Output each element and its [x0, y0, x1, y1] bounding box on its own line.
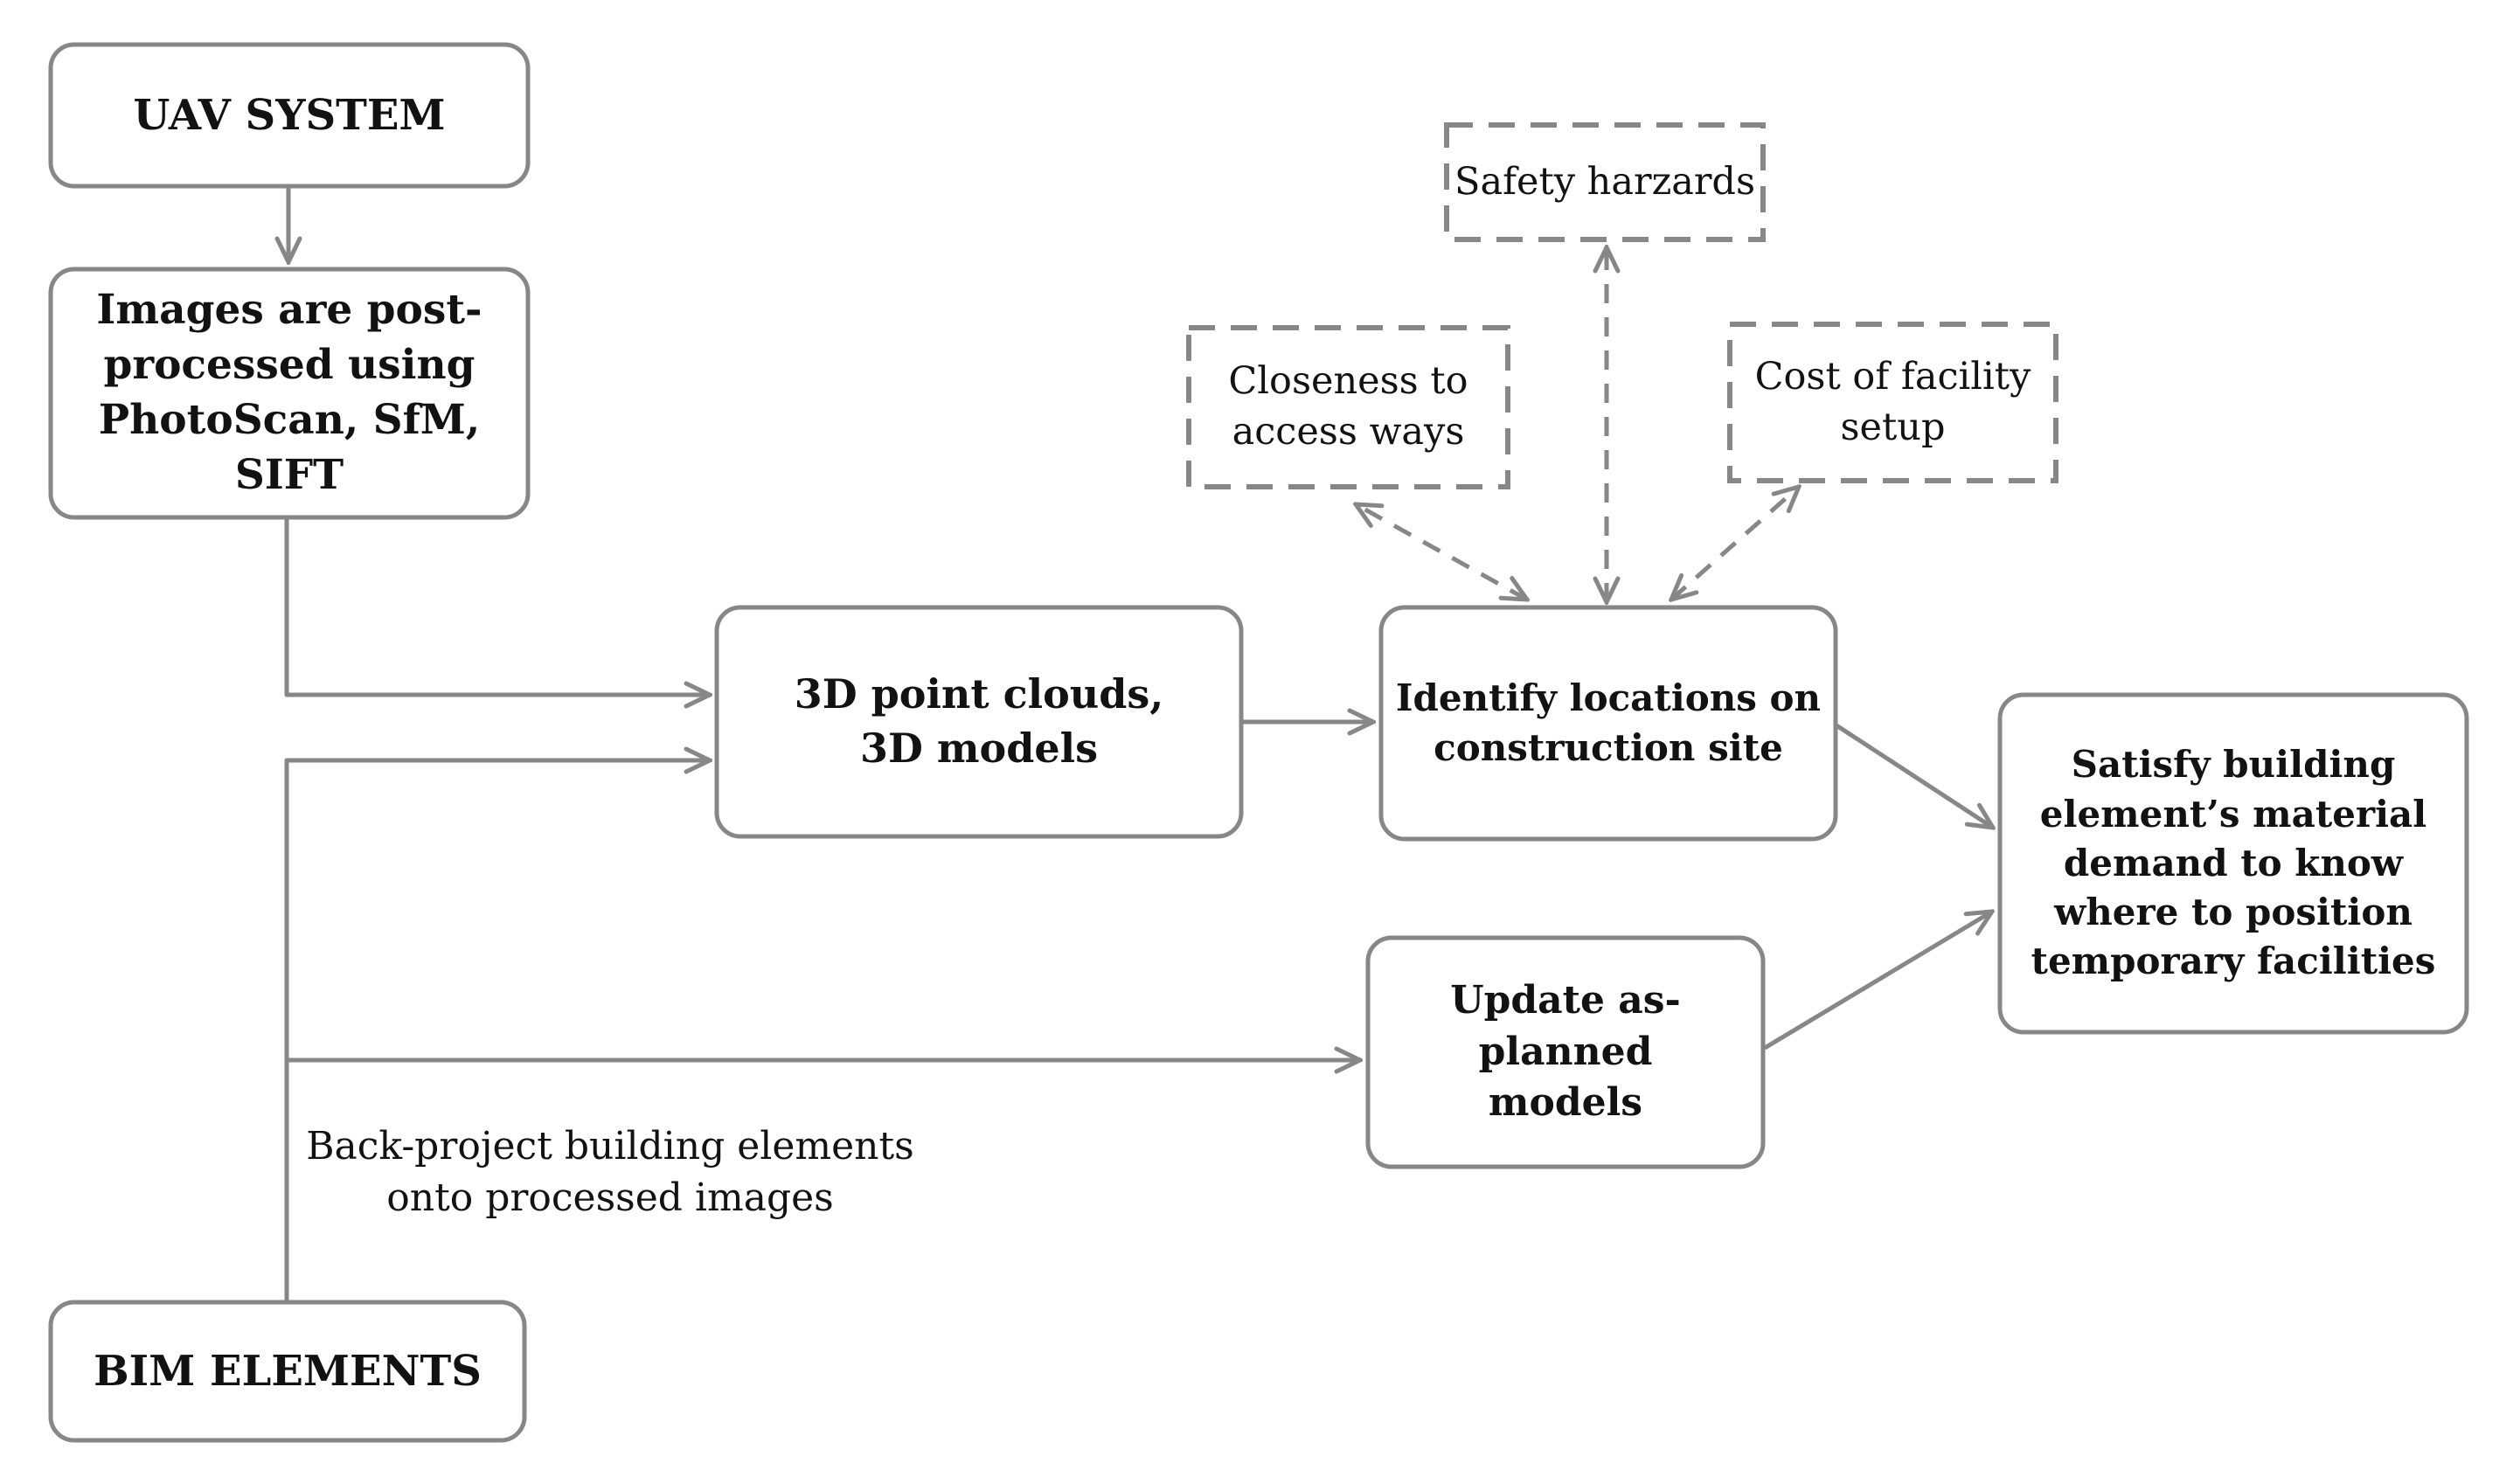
- connector-identify-closeness: [1356, 504, 1527, 600]
- node-cost-setup: Cost of facility setup: [1754, 354, 2031, 449]
- back-project-note: Back-project building elements onto proc…: [306, 1124, 914, 1221]
- connector-update-to-satisfy: [1763, 912, 1992, 1051]
- node-images-postprocessed: Images are post- processed using PhotoSc…: [96, 286, 482, 499]
- node-bim-elements: BIM ELEMENTS: [94, 1346, 482, 1396]
- node-images-postprocessed-box: [48, 267, 531, 520]
- node-satisfy-demand-box: [1997, 692, 2469, 1035]
- node-update-models: Update as-planned models: [1450, 977, 1681, 1126]
- connector-bim-to-pointclouds: [284, 760, 710, 1301]
- node-bim-elements-box: [48, 1300, 527, 1443]
- connector-identify-cost: [1671, 487, 1799, 600]
- node-safety-hazards: Safety harzards: [1454, 159, 1756, 204]
- node-point-clouds-box: [714, 605, 1244, 839]
- node-cost-setup-box: [1727, 322, 2058, 483]
- node-identify-locations-box: [1378, 605, 1838, 842]
- node-uav-system-box: [48, 42, 531, 189]
- connector-images-to-pointclouds: [284, 518, 710, 695]
- node-closeness-access-box: [1186, 325, 1510, 489]
- node-identify-locations: Identify locations on construction site: [1395, 676, 1822, 769]
- node-point-clouds: 3D point clouds, 3D models: [794, 670, 1164, 772]
- node-safety-hazards-box: [1444, 122, 1766, 242]
- node-satisfy-demand: Satisfy building element’s material dema…: [2031, 743, 2436, 983]
- node-update-models-box: [1365, 935, 1766, 1169]
- connector-identify-to-satisfy: [1835, 723, 1993, 828]
- node-uav-system: UAV SYSTEM: [133, 90, 446, 140]
- node-closeness-access: Closeness to access ways: [1228, 359, 1468, 454]
